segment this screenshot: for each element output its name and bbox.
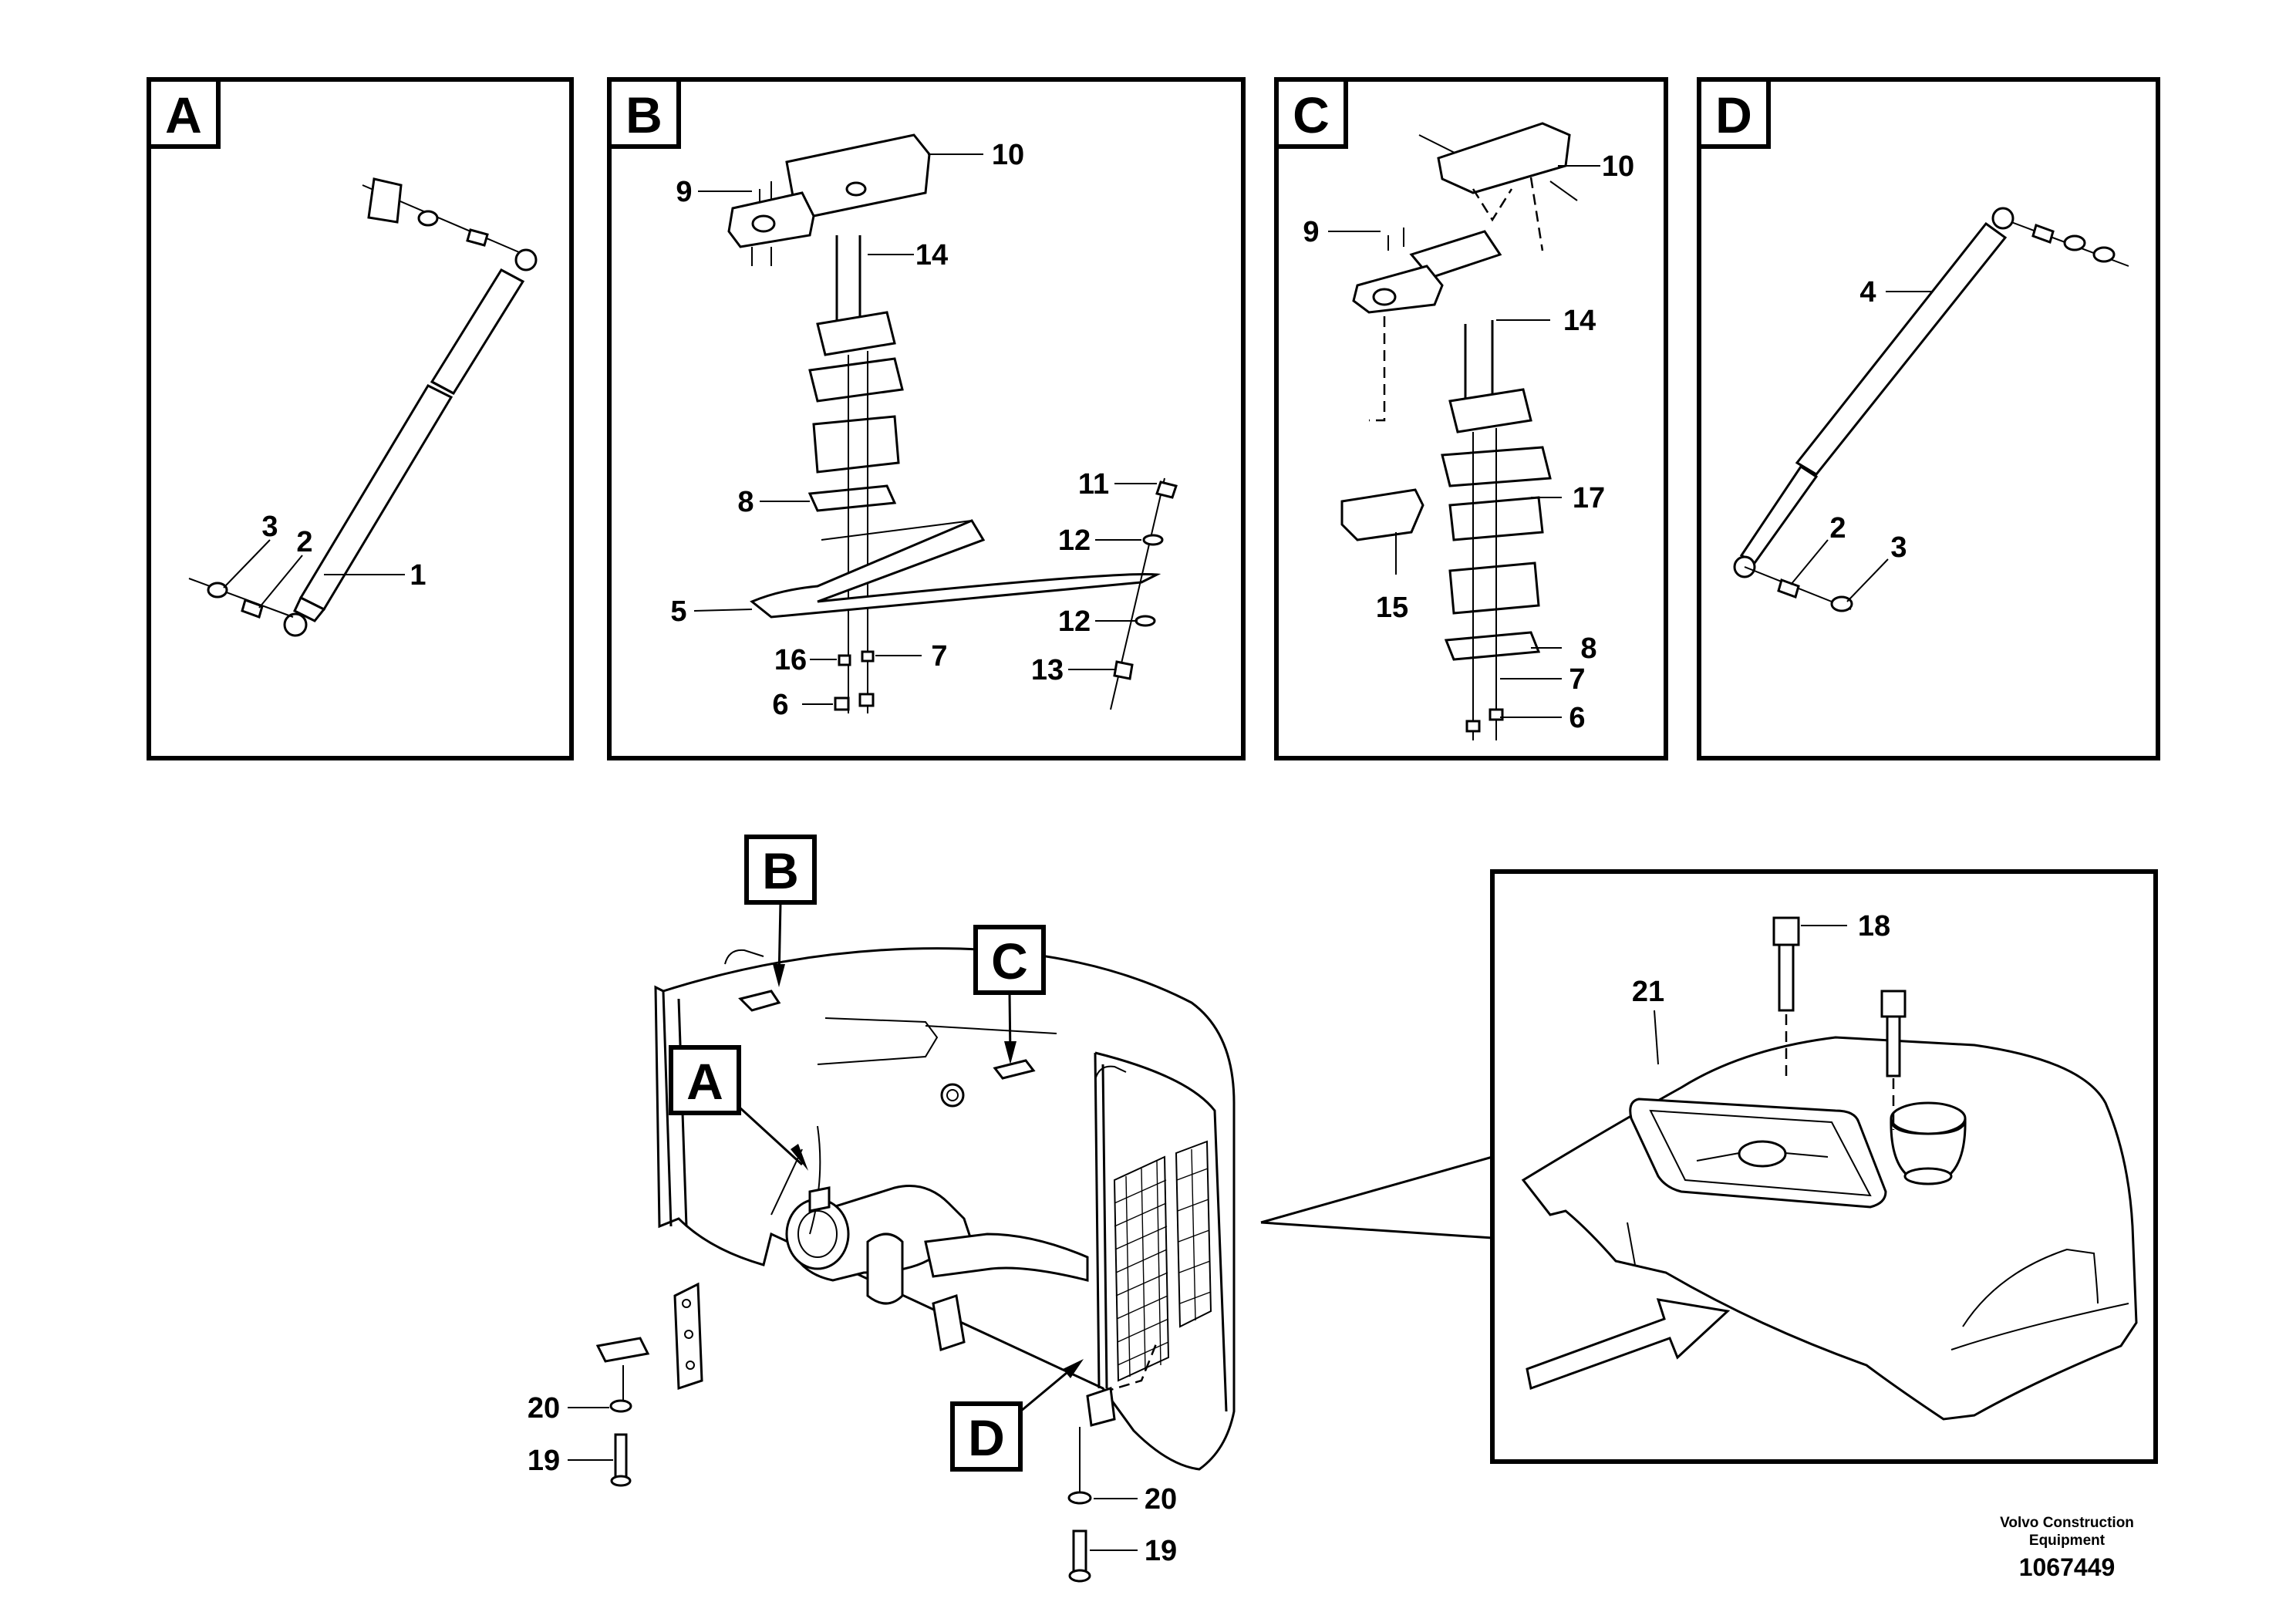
- company-line-1: Volvo Construction: [2000, 1515, 2134, 1531]
- label-b-5: 5: [670, 595, 686, 628]
- callout-d: D: [968, 1409, 1005, 1466]
- label-b-7: 7: [931, 640, 947, 673]
- label-detail-21: 21: [1632, 976, 1664, 1008]
- label-c-6: 6: [1569, 702, 1585, 734]
- label-b-12a: 12: [1058, 524, 1091, 557]
- main-hood-view: 20 19 20 19 B C A D: [528, 835, 1493, 1583]
- label-b-10: 10: [992, 139, 1024, 171]
- label-a-3: 3: [261, 511, 278, 543]
- panel-c: C 10 9 1: [1274, 77, 1668, 760]
- label-c-15: 15: [1376, 592, 1408, 624]
- label-c-10: 10: [1602, 150, 1634, 183]
- company-line-2: Equipment: [2029, 1533, 2106, 1549]
- label-main-19-left: 19: [528, 1445, 560, 1477]
- label-b-14: 14: [915, 239, 948, 271]
- panel-d: D 4 2 3: [1697, 77, 2160, 760]
- label-main-20-right: 20: [1145, 1483, 1177, 1516]
- panel-a-letter: A: [165, 86, 202, 143]
- callout-a: A: [686, 1053, 723, 1110]
- label-b-13: 13: [1031, 654, 1064, 686]
- footer: Volvo Construction Equipment 1067449: [2000, 1515, 2134, 1581]
- panel-c-letter: C: [1293, 86, 1330, 143]
- panel-a: A 3 2 1: [147, 77, 574, 760]
- label-d-3: 3: [1890, 531, 1907, 564]
- label-b-16: 16: [774, 644, 807, 676]
- label-d-2: 2: [1829, 512, 1846, 545]
- panel-d-letter: D: [1715, 86, 1752, 143]
- label-c-7: 7: [1569, 663, 1585, 696]
- callout-c: C: [991, 932, 1028, 990]
- label-b-6: 6: [772, 689, 788, 721]
- label-b-12b: 12: [1058, 605, 1091, 638]
- panel-b-letter: B: [625, 86, 663, 143]
- detail-view: 18 21: [1490, 869, 2158, 1464]
- callout-b: B: [762, 842, 799, 899]
- label-c-14: 14: [1563, 305, 1596, 337]
- label-a-2: 2: [296, 526, 312, 558]
- label-d-4: 4: [1859, 276, 1876, 309]
- document-number: 1067449: [2019, 1553, 2116, 1581]
- label-c-17: 17: [1573, 482, 1605, 514]
- label-main-19-right: 19: [1145, 1535, 1177, 1567]
- label-b-11: 11: [1078, 468, 1109, 501]
- label-detail-18: 18: [1858, 910, 1890, 943]
- label-c-9: 9: [1303, 216, 1319, 248]
- label-b-8: 8: [737, 486, 754, 518]
- panel-b: B: [607, 77, 1246, 760]
- label-b-9: 9: [676, 176, 692, 208]
- label-a-1: 1: [410, 559, 426, 592]
- label-c-8: 8: [1580, 632, 1596, 665]
- label-main-20-left: 20: [528, 1392, 560, 1425]
